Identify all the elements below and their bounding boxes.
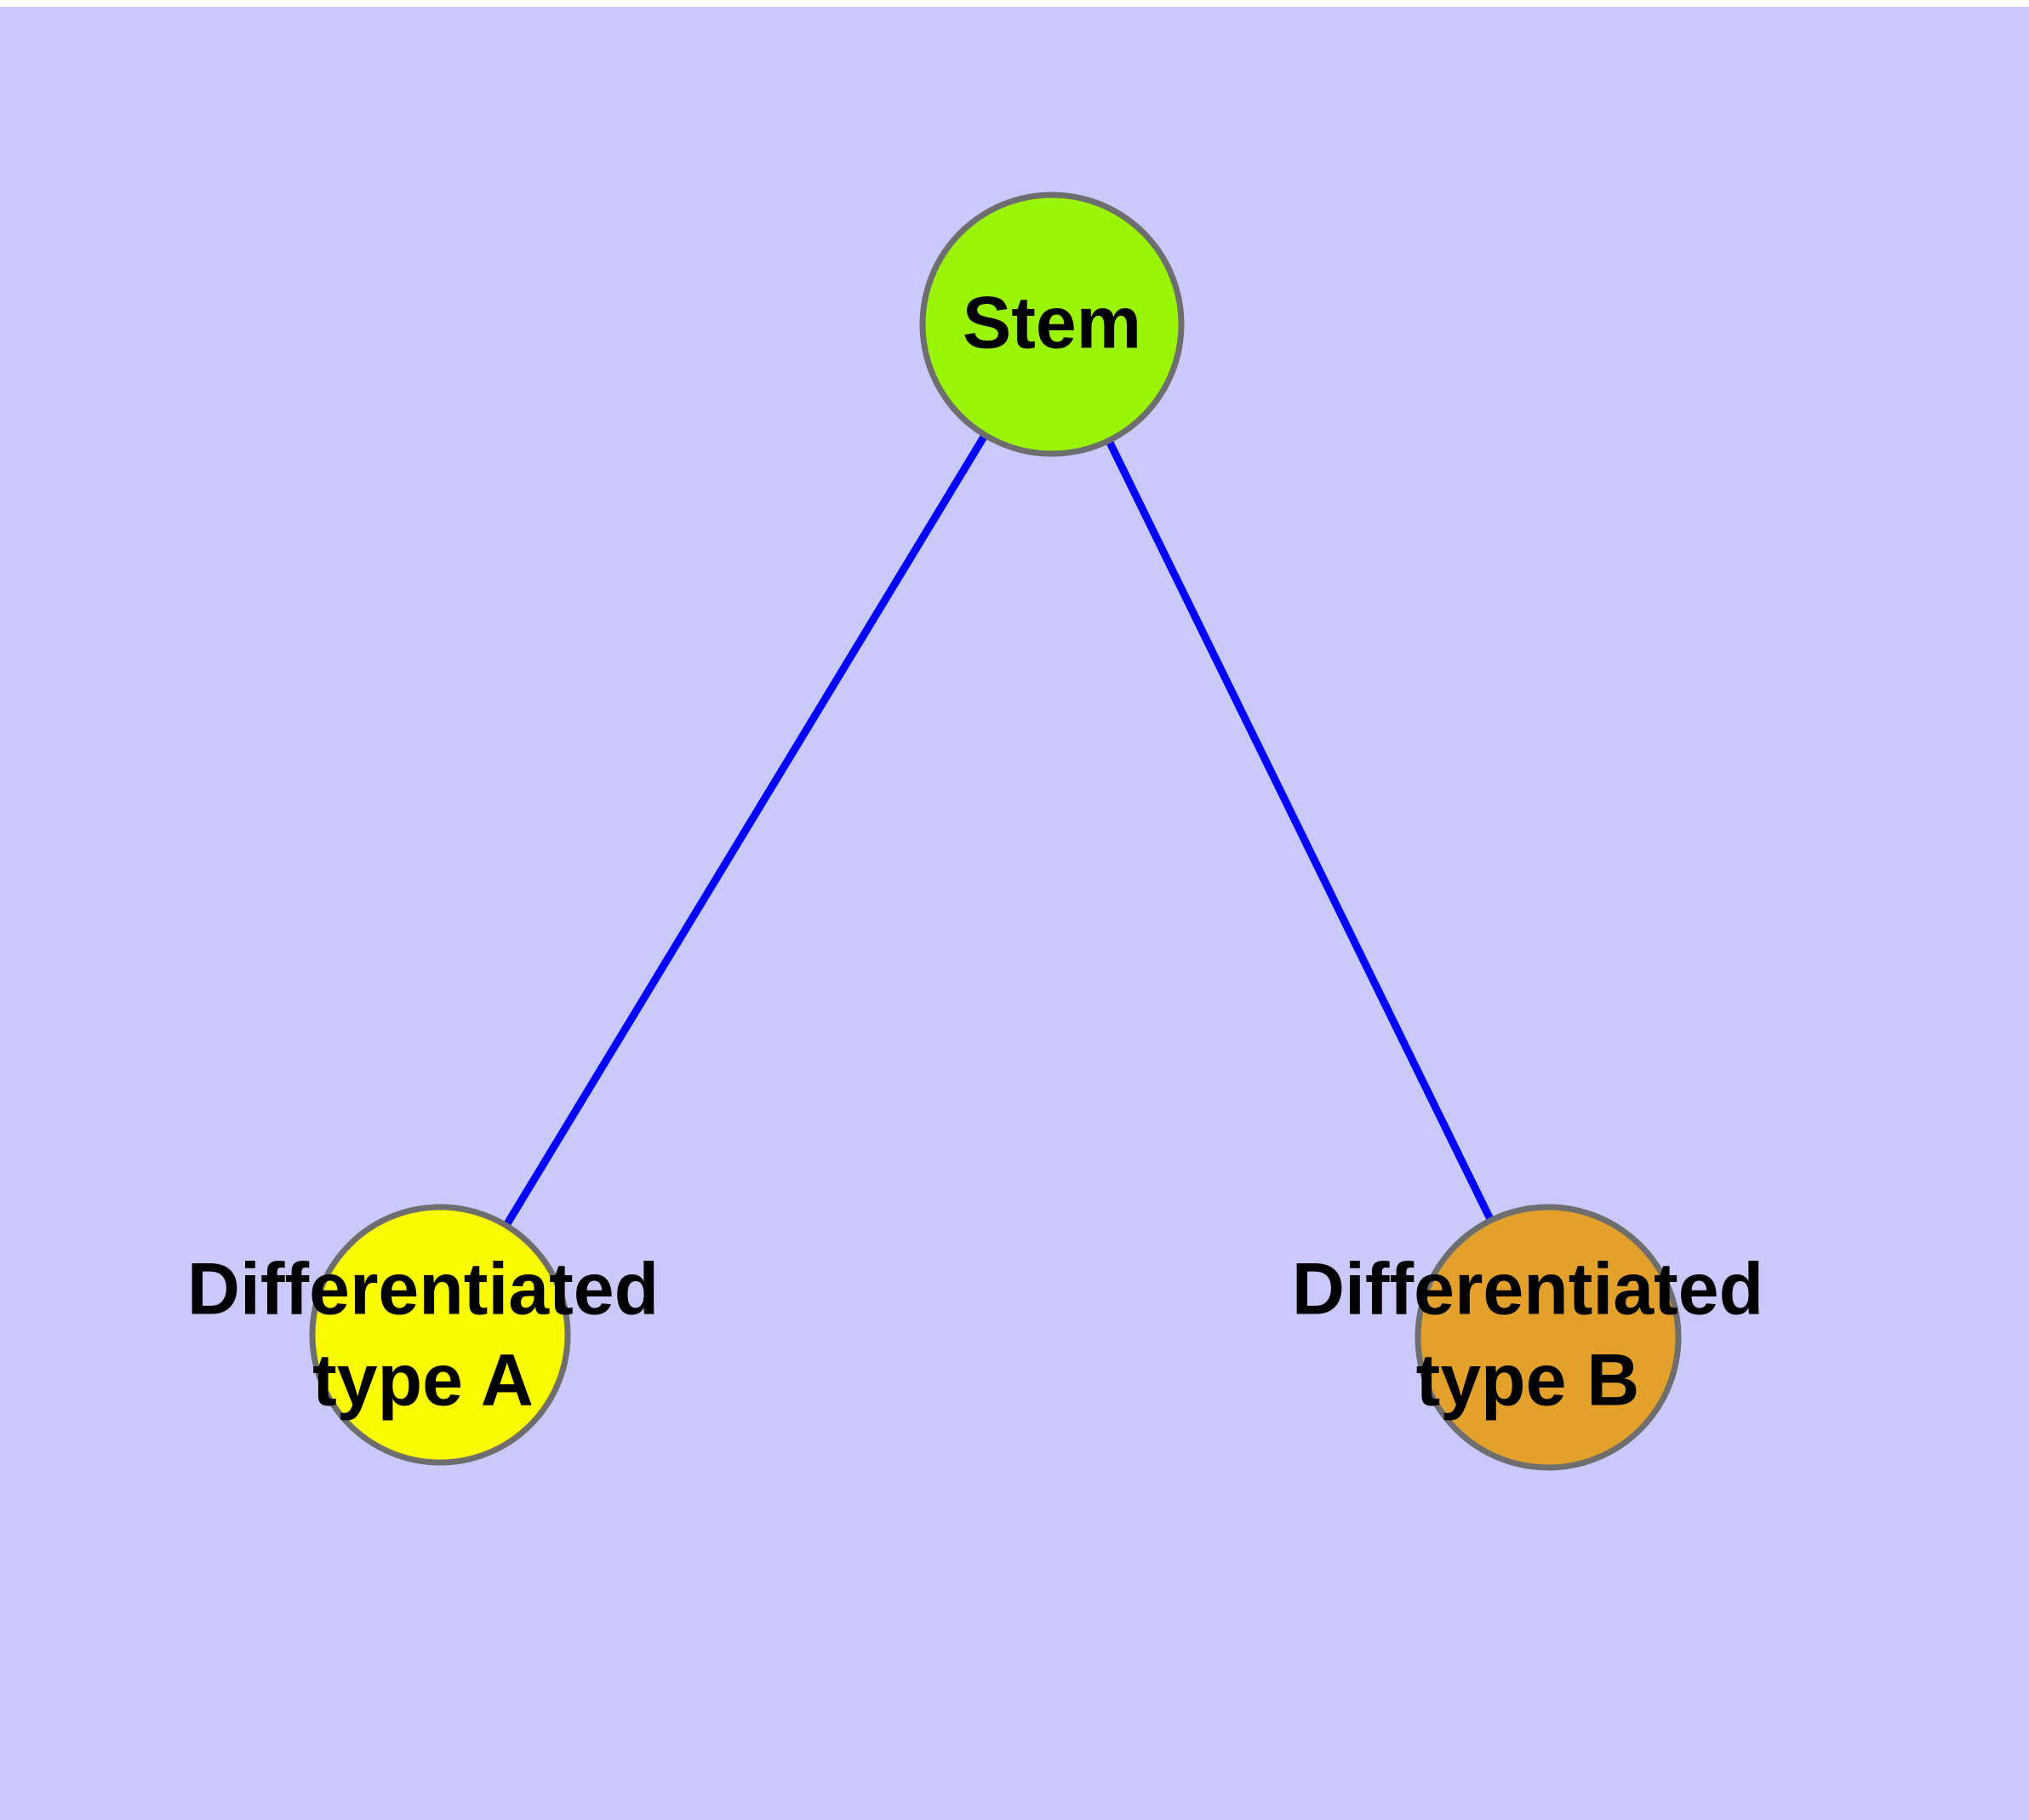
node-differentiated-type-b-circle[interactable]	[1415, 1204, 1682, 1471]
node-differentiated-type-b-label-line2: type B	[1416, 1340, 1640, 1422]
diagram-plot-area: Stem Differentiated type A Differentiate…	[0, 7, 2029, 1820]
node-differentiated-type-a[interactable]: Differentiated type A	[187, 1204, 659, 1466]
node-differentiated-type-b[interactable]: Differentiated type B	[1292, 1204, 1763, 1471]
node-stem-label: Stem	[963, 283, 1141, 364]
node-stem-circle[interactable]	[919, 192, 1185, 457]
node-differentiated-type-a-circle[interactable]	[309, 1204, 571, 1466]
node-differentiated-type-b-label-line1: Differentiated	[1292, 1249, 1763, 1331]
graph-svg: Stem Differentiated type A Differentiate…	[187, 192, 1763, 1471]
edge-stem-to-differentiated-type-a[interactable]	[502, 432, 989, 1228]
node-stem[interactable]: Stem	[919, 192, 1185, 457]
node-differentiated-type-a-label-line2: type A	[312, 1340, 534, 1422]
node-layer: Stem Differentiated type A Differentiate…	[187, 192, 1763, 1471]
node-differentiated-type-a-label-line1: Differentiated	[187, 1249, 659, 1331]
edge-stem-to-differentiated-type-b[interactable]	[1105, 438, 1495, 1222]
edge-layer	[502, 432, 1495, 1228]
